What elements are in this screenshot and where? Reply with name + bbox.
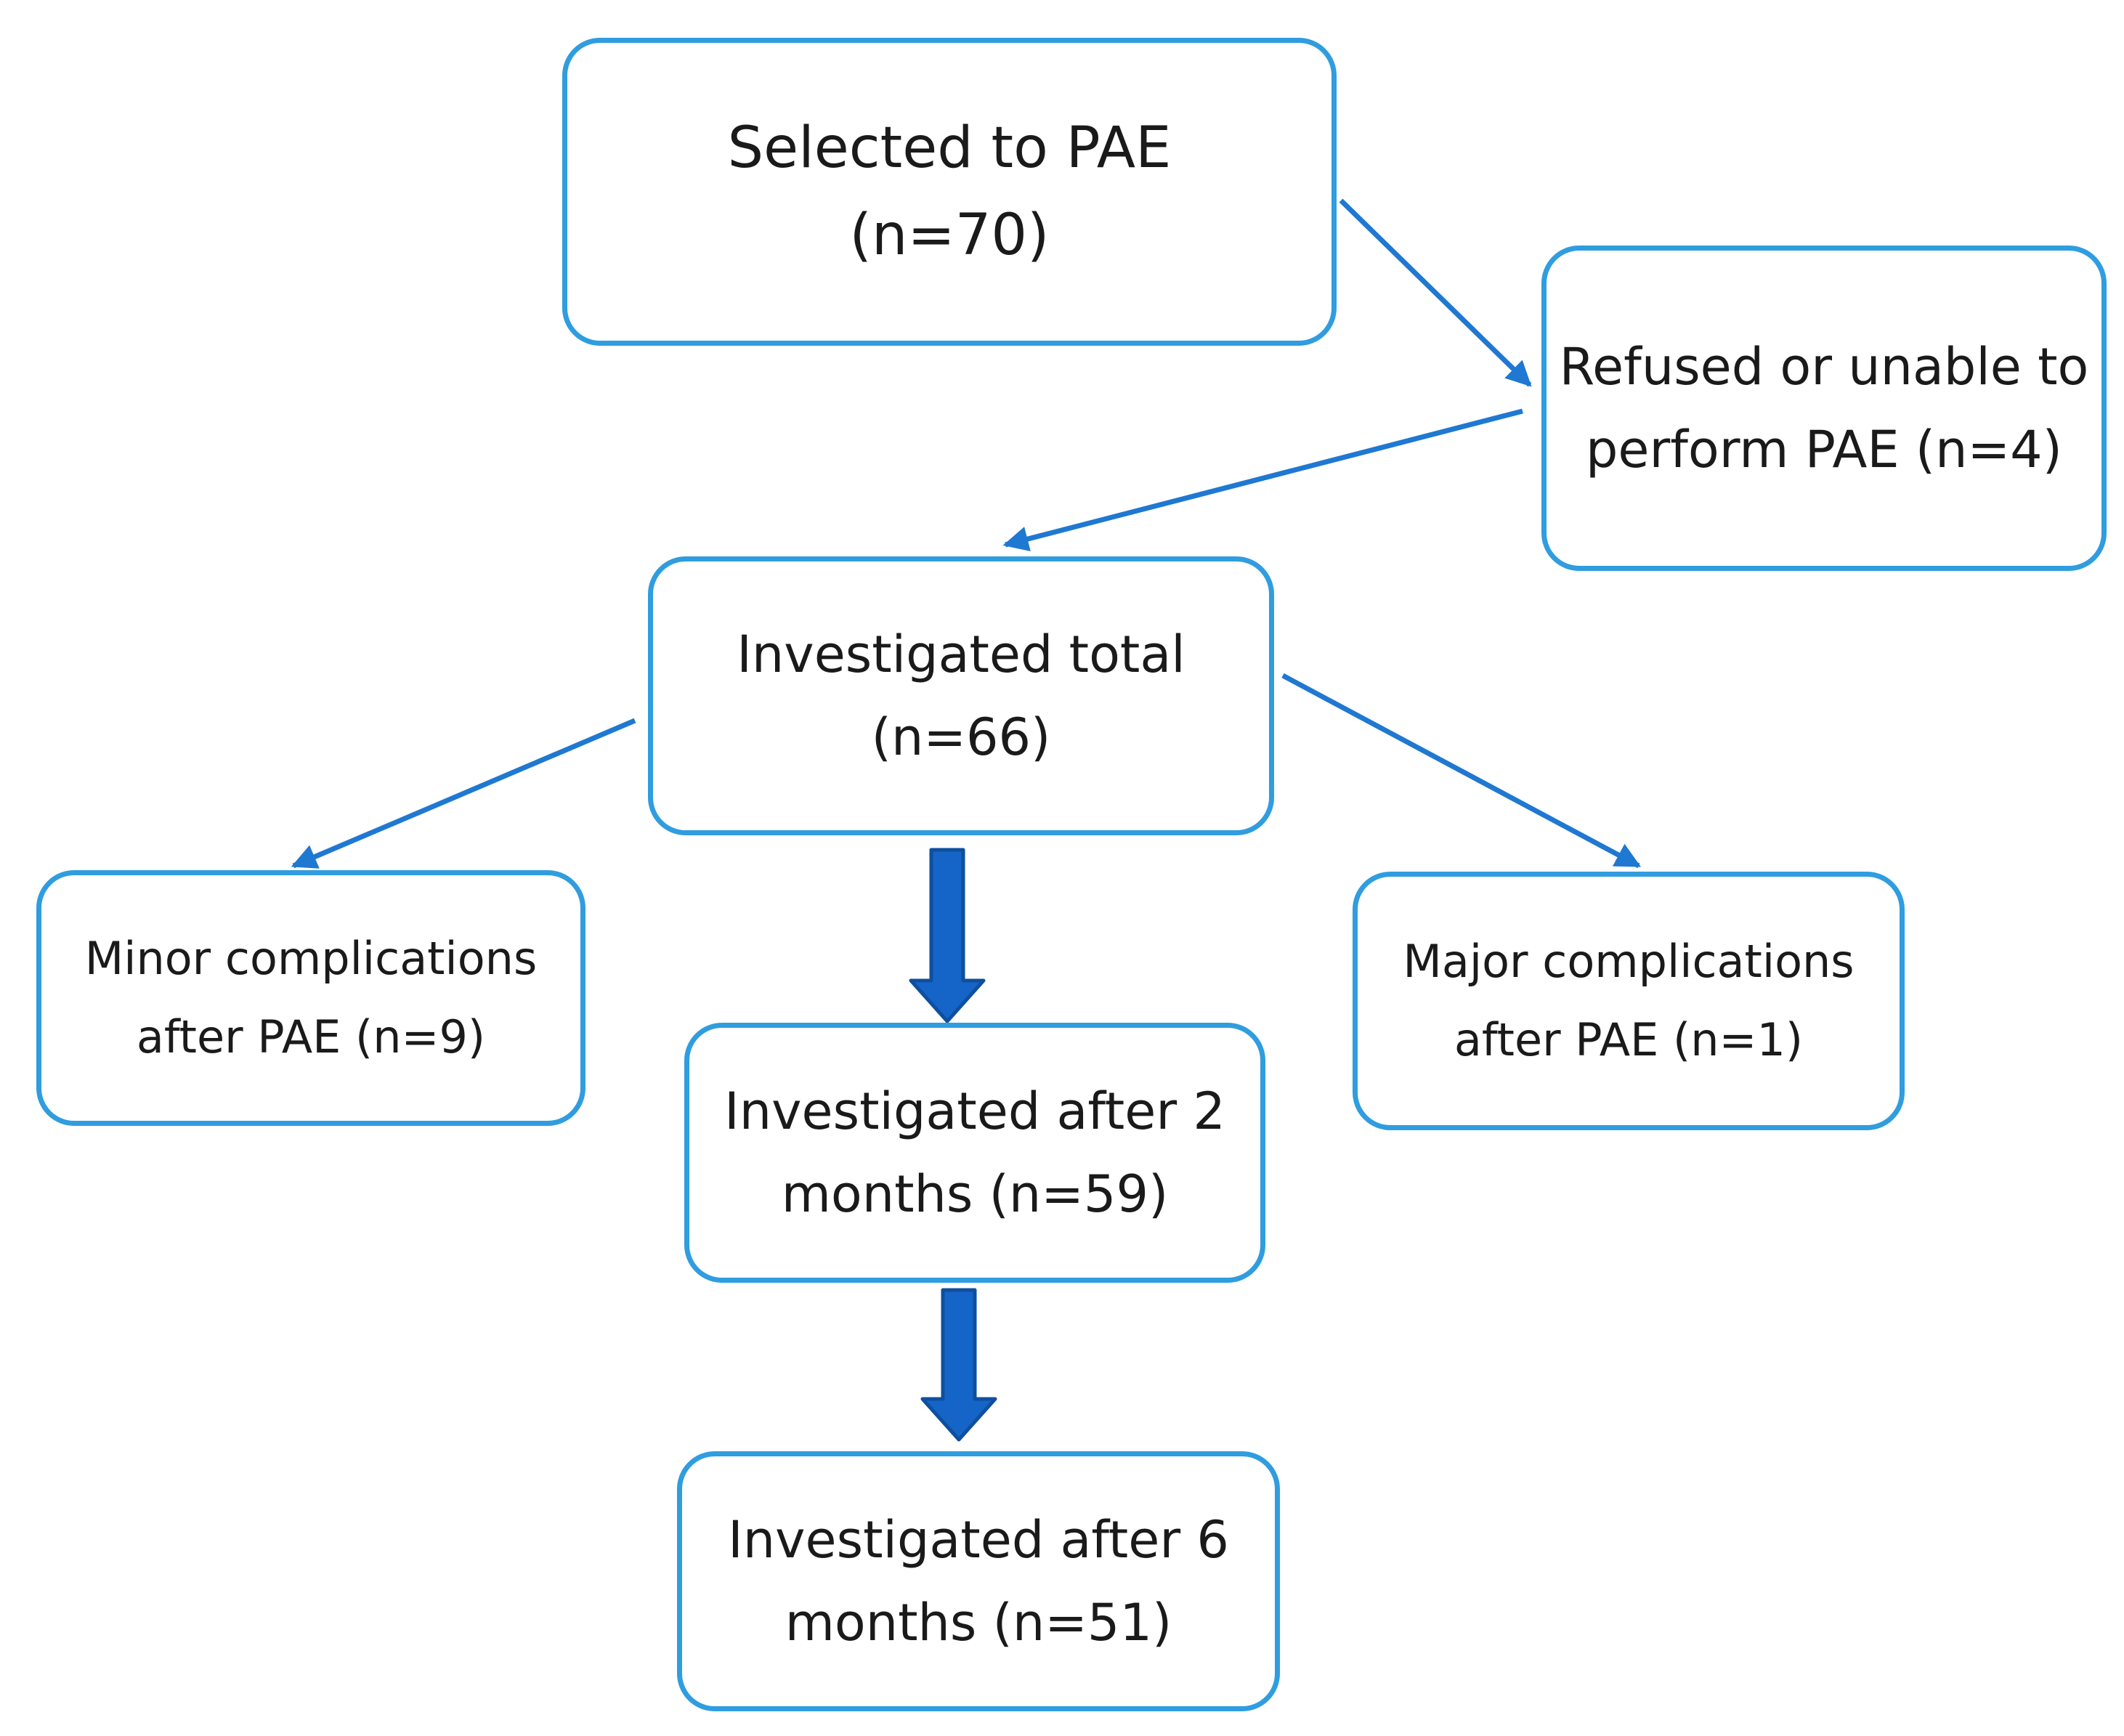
box-investigated-after-6-months: Investigated after 6 months (n=51)	[677, 1451, 1280, 1711]
box-minor-line-1: Minor complications	[84, 932, 538, 985]
box-total-line-2: (n=66)	[871, 707, 1051, 767]
box-minor-line-2: after PAE (n=9)	[136, 1010, 486, 1063]
box-selected-line-2: (n=70)	[849, 203, 1050, 268]
box-investigated-after-2-months: Investigated after 2 months (n=59)	[684, 1023, 1265, 1283]
box-investigated-total: Investigated total (n=66)	[648, 556, 1274, 835]
box-refused-line-1: Refused or unable to	[1559, 337, 2089, 397]
box-6months-line-2: months (n=51)	[785, 1593, 1172, 1652]
box-major-complications: Major complications after PAE (n=1)	[1353, 872, 1905, 1130]
arrow-selected-to-refused	[1339, 198, 1532, 387]
arrow-refused-to-total	[1002, 408, 1523, 552]
box-selected-line-1: Selected to PAE	[727, 115, 1172, 181]
block-arrow-total-to-2months	[909, 848, 986, 1023]
box-6months-line-1: Investigated after 6	[728, 1510, 1229, 1570]
box-major-line-2: after PAE (n=1)	[1454, 1013, 1804, 1066]
box-2months-line-2: months (n=59)	[781, 1164, 1169, 1224]
box-refused-or-unable: Refused or unable to perform PAE (n=4)	[1541, 246, 2107, 571]
arrow-total-to-minor	[291, 718, 636, 869]
block-arrow-2months-to-6months	[920, 1288, 997, 1442]
arrow-total-to-major	[1281, 673, 1642, 869]
box-selected-to-pae: Selected to PAE (n=70)	[562, 38, 1337, 346]
box-refused-line-2: perform PAE (n=4)	[1585, 420, 2062, 479]
box-2months-line-1: Investigated after 2	[724, 1082, 1225, 1141]
box-minor-complications: Minor complications after PAE (n=9)	[36, 870, 585, 1126]
box-total-line-1: Investigated total	[737, 625, 1185, 684]
box-major-line-1: Major complications	[1403, 935, 1855, 988]
